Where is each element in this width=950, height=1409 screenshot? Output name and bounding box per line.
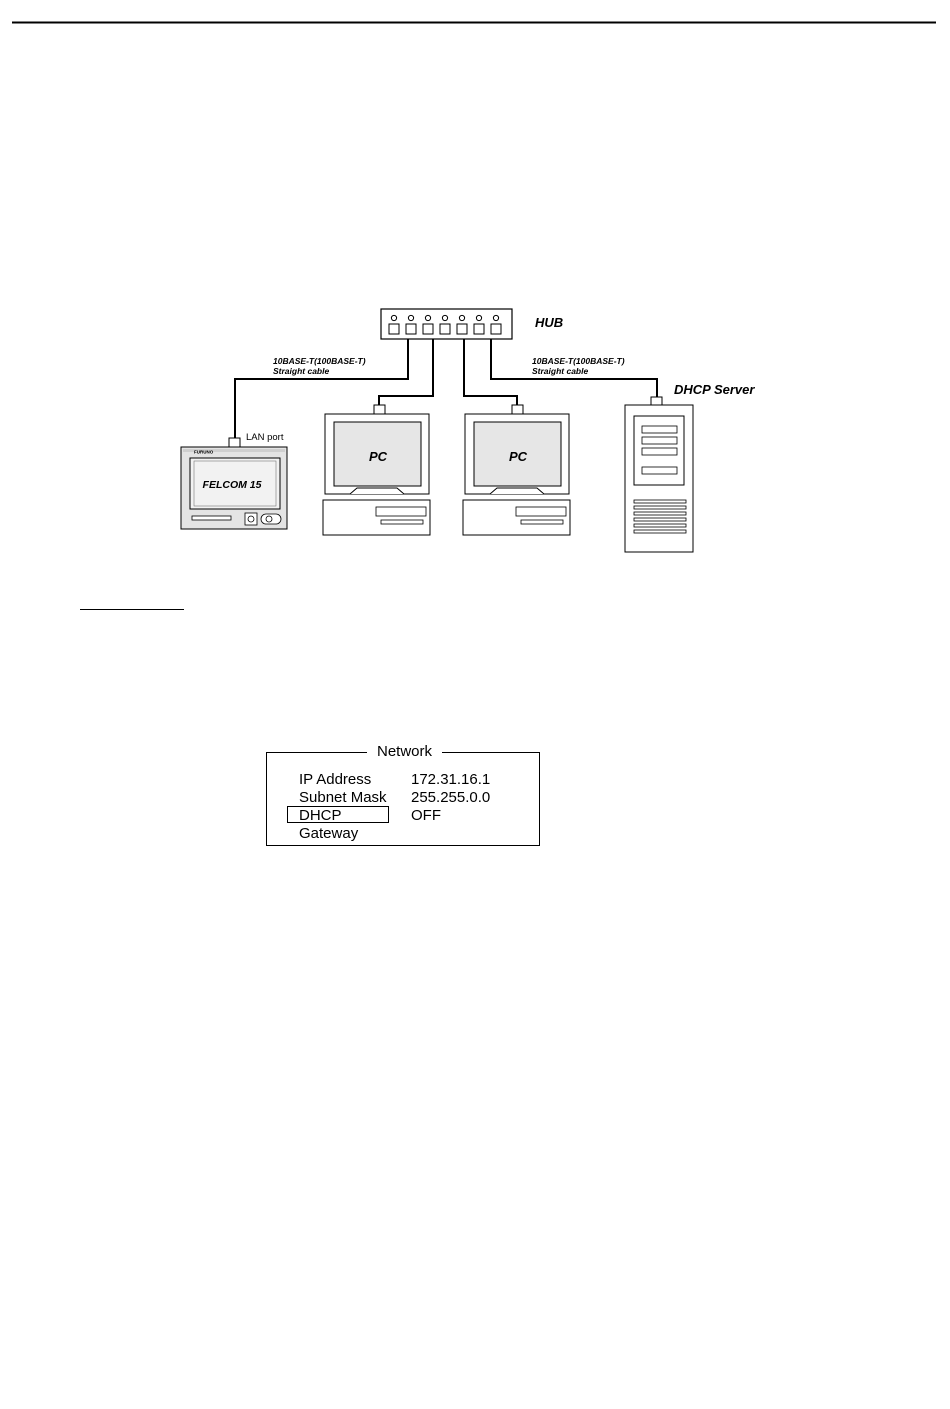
ip-address-value: 172.31.16.1	[411, 771, 490, 789]
network-row-dhcp[interactable]: DHCP OFF	[267, 807, 539, 825]
cable-right-line2: Straight cable	[532, 366, 588, 376]
network-row-ip-address[interactable]: IP Address 172.31.16.1	[267, 771, 539, 789]
pc-2	[463, 405, 570, 535]
terminal-screen-label: FELCOM 15	[203, 479, 262, 491]
network-row-gateway[interactable]: Gateway	[267, 825, 539, 843]
lan-port-label: LAN port	[246, 432, 284, 443]
hub-device	[381, 309, 512, 339]
hub-label: HUB	[535, 315, 563, 330]
ip-address-label: IP Address	[299, 771, 371, 789]
lan-connection-diagram: HUB 10BASE-T(100BASE-T) Straight cable 1…	[0, 0, 950, 600]
cable-right-line1: 10BASE-T(100BASE-T)	[532, 356, 625, 366]
section-heading-underline	[80, 609, 184, 610]
network-settings-panel: Network IP Address 172.31.16.1 Subnet Ma…	[266, 752, 540, 846]
cable-left-line2: Straight cable	[273, 366, 329, 376]
pc-1	[323, 405, 430, 535]
dhcp-server	[625, 397, 693, 552]
subnet-mask-label: Subnet Mask	[299, 789, 387, 807]
dhcp-label: DHCP	[299, 807, 342, 825]
network-panel-title: Network	[367, 743, 442, 761]
cable-left-line1: 10BASE-T(100BASE-T)	[273, 356, 366, 366]
pc-1-label: PC	[369, 449, 388, 464]
network-cables	[235, 339, 657, 438]
gateway-label: Gateway	[299, 825, 358, 843]
dhcp-value: OFF	[411, 807, 441, 825]
subnet-mask-value: 255.255.0.0	[411, 789, 490, 807]
dhcp-server-label: DHCP Server	[674, 382, 755, 397]
network-row-subnet-mask[interactable]: Subnet Mask 255.255.0.0	[267, 789, 539, 807]
pc-2-label: PC	[509, 449, 528, 464]
terminal-brand: FURUNO	[194, 450, 214, 455]
